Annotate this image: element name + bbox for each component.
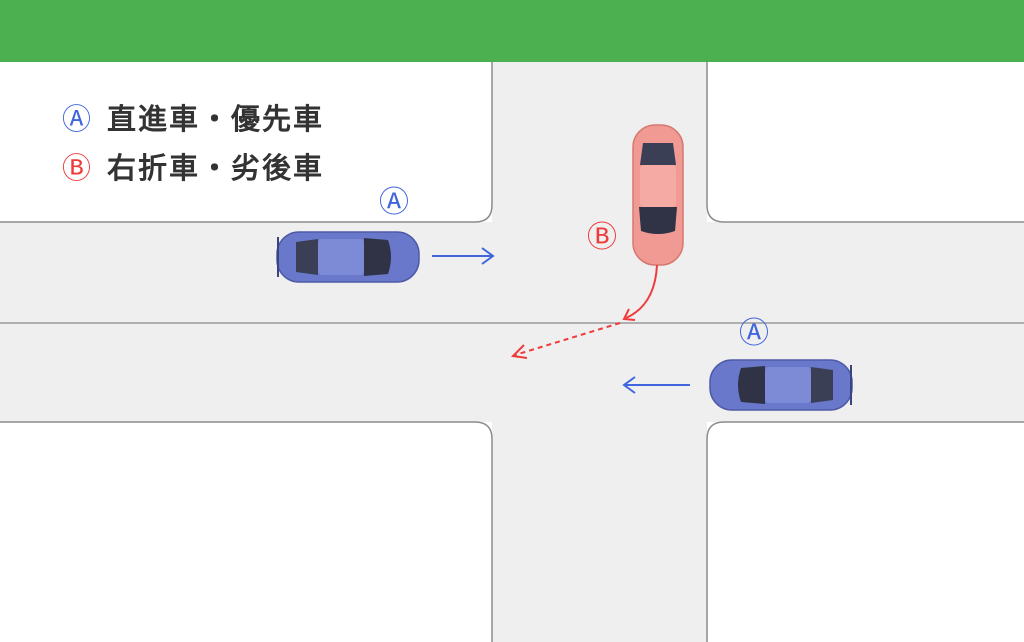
car-b-southbound	[632, 124, 684, 266]
road	[0, 62, 1024, 642]
car-b-label: Ⓑ	[587, 220, 617, 255]
curbs	[0, 62, 1024, 642]
arrow-left-icon	[622, 376, 690, 394]
car-a-westbound	[709, 359, 853, 411]
turn-arrow-icon	[510, 264, 658, 359]
car-a-label-1: Ⓐ	[379, 185, 409, 220]
car-a-label-2: Ⓐ	[739, 316, 769, 351]
legend-symbol-b: Ⓑ	[62, 151, 94, 185]
legend-text-b: 右折車・劣後車	[107, 151, 325, 185]
legend-item-b: Ⓑ 右折車・劣後車	[62, 145, 324, 187]
grass-strip	[0, 0, 1024, 62]
legend-item-a: Ⓐ 直進車・優先車	[62, 96, 324, 138]
legend-symbol-a: Ⓐ	[62, 102, 94, 136]
car-a-eastbound	[276, 231, 420, 283]
legend-text-a: 直進車・優先車	[107, 102, 325, 136]
arrow-right-icon	[432, 247, 495, 265]
